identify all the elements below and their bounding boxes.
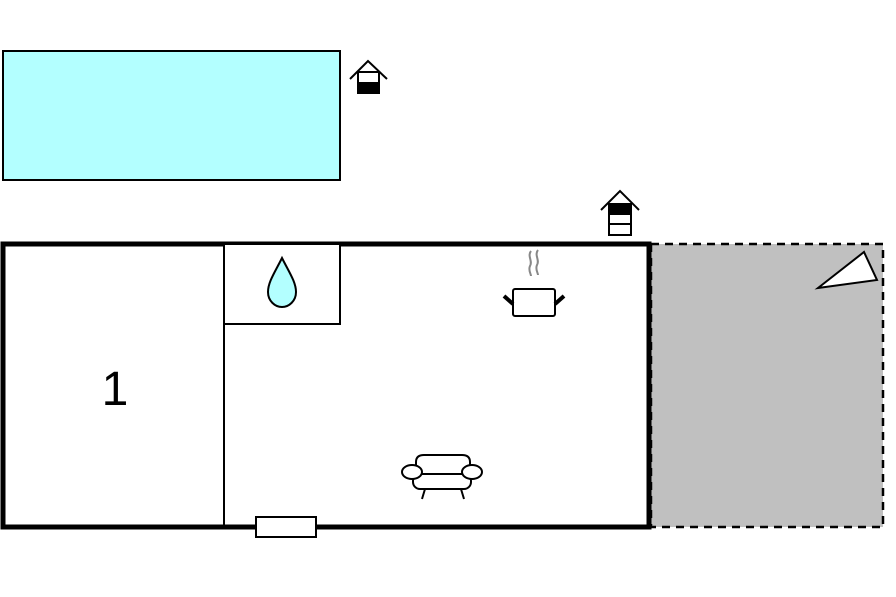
water-drop-icon [266, 255, 298, 309]
sofa-icon [401, 454, 483, 500]
pool [2, 50, 341, 181]
cooking-pot-icon [502, 249, 566, 317]
terrace [649, 242, 885, 529]
stairs-up-icon [349, 59, 388, 94]
window [255, 516, 317, 538]
room-label: 1 [102, 363, 129, 416]
stairs-icon [600, 189, 640, 236]
terrace-marker-icon [814, 250, 879, 290]
